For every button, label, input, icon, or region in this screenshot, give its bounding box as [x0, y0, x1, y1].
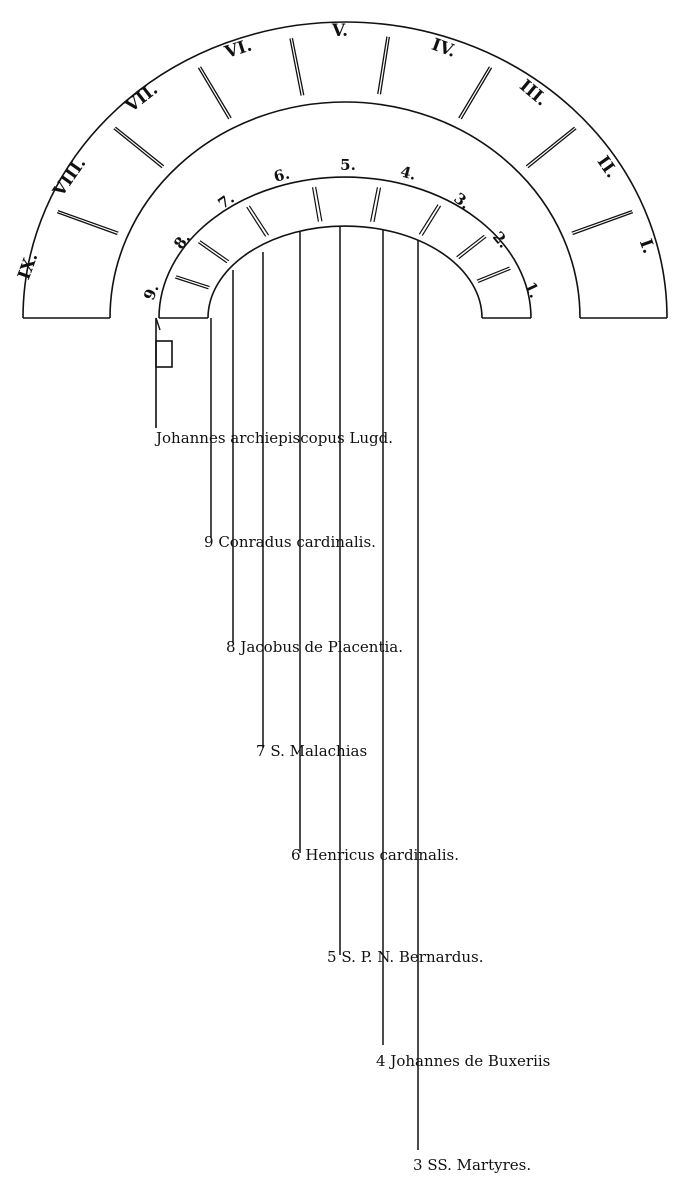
entry-text: Jacobus de Placentia. [238, 638, 403, 656]
entry-number: 3 [413, 1156, 423, 1174]
entry-number: 6 [291, 846, 301, 864]
entry-number: 8 [226, 638, 236, 656]
entry-text: Conradus cardinalis. [218, 533, 376, 551]
entry-text: S. P. N. Bernardus. [341, 948, 483, 966]
tomb-marker [155, 340, 173, 368]
outer-chapel-divider-3-2 [458, 66, 491, 119]
chapel-label-inner-1: 1. [521, 279, 544, 301]
chapel-label-outer-5: V. [331, 21, 348, 41]
chapel-label-inner-5: 5. [340, 156, 356, 174]
inner-chapel-divider-6-1 [248, 205, 270, 236]
outer-chapel-divider-6-2 [197, 67, 230, 120]
entry-label-1: Johannes archiepiscopus Lugd. [154, 429, 393, 447]
chapel-label-inner-4: 4. [398, 162, 418, 183]
inner-chapel-divider-3-2 [418, 204, 439, 235]
entry-number: 4 [376, 1052, 386, 1070]
entry-text: Johannes archiepiscopus Lugd. [154, 429, 393, 447]
outer-ring-outer-arc [22, 21, 668, 319]
outer-chapel-divider-2-2 [525, 126, 575, 167]
outer-chapel-divider-2-1 [527, 128, 577, 169]
outer-chapel-divider-5-2 [289, 38, 302, 96]
inner-ring-outer-arc [158, 176, 532, 319]
outer-chapel-divider-7-1 [115, 126, 165, 167]
entry-number: 5 [327, 948, 337, 966]
outer-chapel-divider-1-2 [571, 209, 633, 233]
inner-chapel-divider-4-1 [373, 187, 382, 223]
outer-chapel-divider-4-2 [377, 36, 388, 95]
chapel-label-inner-3: 3. [450, 189, 473, 213]
outer-chapel-divider-6-1 [199, 66, 232, 119]
inner-chapel-divider-1-1 [478, 268, 511, 283]
inner-chapel-divider-2-2 [456, 234, 485, 258]
chapel-label-outer-2: II. [593, 152, 622, 181]
inner-chapel-divider-6-2 [246, 206, 267, 237]
entry-text: SS. Martyres. [427, 1156, 531, 1174]
chapel-label-outer-8: VIII. [49, 154, 91, 201]
inner-chapel-divider-7-2 [197, 242, 228, 264]
inner-ring-inner-arc [207, 225, 483, 319]
inner-chapel-divider-4-2 [369, 187, 379, 222]
outer-chapel-divider-1-1 [572, 212, 634, 236]
inner-chapel-divider-5-1 [315, 186, 323, 222]
chapel-label-outer-9: IX. [14, 250, 42, 282]
inner-chapel-divider-7-1 [199, 240, 230, 262]
inner-chapel-divider-5-2 [311, 187, 320, 222]
chapel-label-inner-9: 9. [140, 281, 163, 302]
outer-ring-inner-arc [109, 101, 581, 319]
leader-lines [210, 226, 419, 1150]
entry-label-8: 3 SS. Martyres. [413, 1156, 531, 1174]
ring-labels: I.II.III.IV.V.VI.VII.VIII.IX.1.2.3.4.5.6… [14, 21, 658, 303]
apse-structure [22, 21, 668, 428]
entry-labels: Johannes archiepiscopus Lugd. 9 Conradus … [154, 429, 550, 1174]
chapel-label-outer-7: VII. [121, 79, 162, 117]
chapel-label-outer-3: III. [515, 76, 551, 110]
chapel-label-inner-7: 7. [215, 189, 238, 213]
tomb-marker-tick [155, 317, 161, 331]
outer-chapel-divider-7-2 [113, 128, 163, 169]
chapel-label-outer-6: VI. [222, 36, 255, 64]
outer-chapel-divider-4-1 [379, 36, 390, 95]
inner-chapel-divider-8-2 [175, 277, 209, 290]
chapel-label-outer-1: I. [635, 236, 659, 256]
entry-label-2: 9 Conradus cardinalis. [204, 533, 376, 551]
entry-label-5: 6 Henricus cardinalis. [291, 846, 459, 864]
chapel-label-inner-8: 8. [170, 229, 194, 252]
inner-chapel-divider-1-2 [476, 266, 510, 281]
entry-label-7: 4 Johannes de Buxeriis [376, 1052, 550, 1070]
entry-text: Johannes de Buxeriis [388, 1052, 550, 1070]
entry-text: Henricus cardinalis. [305, 846, 459, 864]
outer-chapel-divider-8-1 [57, 209, 119, 233]
chapel-label-inner-6: 6. [272, 164, 292, 185]
entry-label-6: 5 S. P. N. Bernardus. [327, 948, 483, 966]
inner-chapel-divider-8-1 [176, 275, 210, 288]
inner-chapel-divider-2-1 [458, 236, 487, 260]
entry-text: S. Malachias [270, 742, 367, 760]
entry-number: 9 [204, 533, 214, 551]
entry-label-4: 7 S. Malachias [256, 742, 367, 760]
entry-number: 7 [256, 742, 266, 760]
outer-chapel-divider-5-1 [291, 37, 305, 96]
inner-chapel-divider-3-1 [421, 205, 442, 236]
outer-chapel-divider-8-2 [56, 212, 118, 236]
outer-chapel-divider-3-1 [460, 67, 493, 120]
entry-label-3: 8 Jacobus de Placentia. [226, 638, 403, 656]
